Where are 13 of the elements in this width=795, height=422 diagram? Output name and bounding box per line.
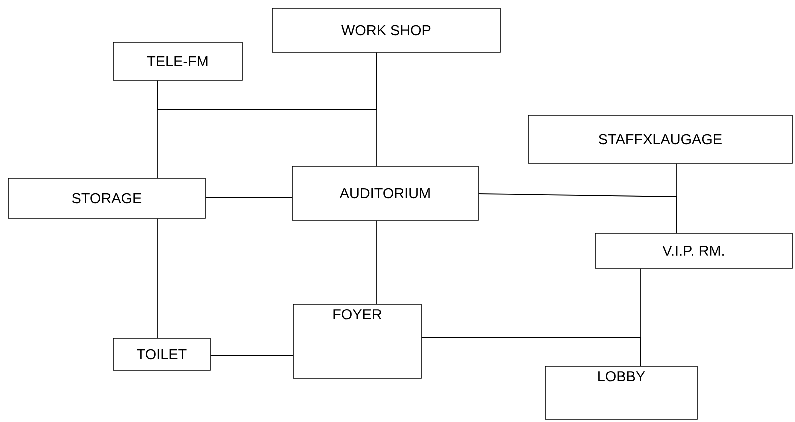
room-box: V.I.P. RM. [595,233,793,269]
connector-line [640,268,642,366]
connector-line [376,220,378,304]
room-box: STORAGE [8,178,206,219]
connector-line [158,52,378,110]
room-box: WORK SHOP [272,8,501,53]
room-box: STAFFXLAUGAGE [528,115,793,164]
room-box: FOYER [293,304,422,379]
room-box: AUDITORIUM [292,166,479,221]
room-box: TELE-FM [113,42,243,81]
room-box: TOILET [113,338,211,371]
room-box: LOBBY [545,366,698,420]
connector-line [676,163,678,234]
